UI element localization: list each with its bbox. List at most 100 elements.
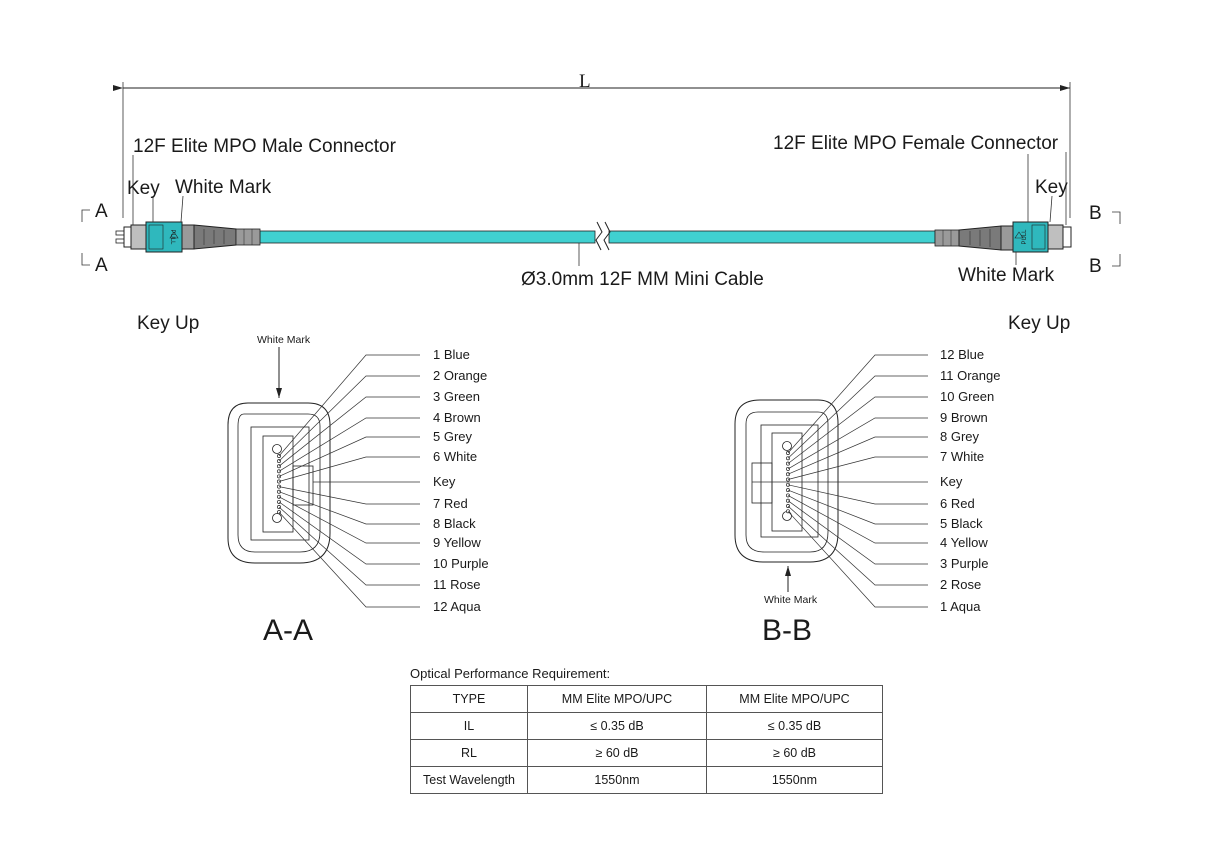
- section-a-key-up: Key Up: [137, 313, 199, 334]
- spec-row: IL ≤ 0.35 dB ≤ 0.35 dB: [410, 712, 883, 740]
- spec-cell: ≤ 0.35 dB: [527, 712, 707, 740]
- spec-cell: IL: [410, 712, 528, 740]
- connector-housing-female: [1012, 221, 1049, 253]
- leader-line: [278, 496, 420, 544]
- fiber-label: 2 Orange: [433, 368, 487, 383]
- fiber-label: 6 Red: [940, 496, 975, 511]
- section-a-a: Key Up White Mark 1 Blue 2 Orange 3 Green 4…: [137, 313, 489, 647]
- spec-cell: ≥ 60 dB: [527, 739, 707, 767]
- leader-line: [787, 396, 928, 464]
- spec-header-cell: MM Elite MPO/UPC: [527, 685, 707, 713]
- spec-cell: ≤ 0.35 dB: [706, 712, 883, 740]
- guide-hole-bottom-a: [272, 513, 282, 523]
- fiber-label: 12 Blue: [940, 347, 984, 362]
- leader-line: [278, 396, 420, 467]
- leader-line: [787, 500, 928, 565]
- spec-table: TYPE MM Elite MPO/UPC MM Elite MPO/UPC I…: [410, 685, 883, 794]
- key-a: [292, 465, 314, 506]
- fiber-label: 3 Green: [433, 389, 480, 404]
- fiber-label: Key: [433, 474, 456, 489]
- fiber-label: 11 Orange: [940, 368, 1000, 383]
- spec-row: Test Wavelength 1550nm 1550nm: [410, 766, 883, 794]
- leader-line: [278, 375, 420, 462]
- fiber-label: 5 Black: [940, 516, 983, 531]
- spec-cell: RL: [410, 739, 528, 767]
- section-b-top-label: B: [1089, 203, 1102, 224]
- fiber-label: 8 Grey: [940, 429, 980, 444]
- spec-header-row: TYPE MM Elite MPO/UPC MM Elite MPO/UPC: [410, 685, 883, 713]
- spec-row: RL ≥ 60 dB ≥ 60 dB: [410, 739, 883, 767]
- section-marker-a: A A: [81, 201, 108, 276]
- fiber-label: Key: [940, 474, 963, 489]
- fiber-label: 11 Rose: [433, 577, 480, 592]
- key-b: [751, 462, 773, 504]
- strain-relief-boot: [193, 224, 237, 250]
- fiber-leaders-b: 12 Blue 11 Orange 10 Green 9 Brown 8 Grey 7 W…: [752, 347, 1000, 614]
- leader-line: [278, 456, 420, 482]
- leader-line: [787, 495, 928, 544]
- fiber-label: 1 Aqua: [940, 599, 981, 614]
- spec-cell: 1550nm: [706, 766, 883, 794]
- spec-header-cell: MM Elite MPO/UPC: [706, 685, 883, 713]
- leader-line: [787, 456, 928, 480]
- ferrule-female: [1062, 226, 1072, 248]
- leader-line: [787, 436, 928, 475]
- section-b-key-up: Key Up: [1008, 313, 1070, 334]
- spec-cell: 1550nm: [527, 766, 707, 794]
- leader-line: [278, 354, 420, 457]
- fiber-label: 2 Rose: [940, 577, 981, 592]
- pull-text: PULL: [169, 229, 175, 245]
- female-key-label: Key: [1035, 177, 1068, 198]
- fiber-label: 12 Aqua: [433, 599, 481, 614]
- fiber-label: 6 White: [433, 449, 477, 464]
- section-a-bottom-label: A: [95, 255, 108, 276]
- male-connector: PULL 12F Elite MPO Male Connector Key Wh…: [81, 136, 397, 276]
- fiber-label: 4 Brown: [433, 410, 481, 425]
- leader-line: [278, 506, 420, 586]
- female-connector-title: 12F Elite MPO Female Connector: [773, 133, 1059, 154]
- section-b-white-mark: White Mark: [764, 594, 818, 606]
- spec-cell: ≥ 60 dB: [706, 739, 883, 767]
- cable: Ø3.0mm 12F MM Mini Cable: [259, 221, 936, 290]
- male-connector-title: 12F Elite MPO Male Connector: [133, 136, 397, 157]
- spec-cell: Test Wavelength: [410, 766, 528, 794]
- section-b-b: Key Up 12 Blue 11 Orange 10 Green 9 Brown 8 …: [734, 313, 1070, 647]
- spec-header-cell: TYPE: [410, 685, 528, 713]
- leader-line: [787, 484, 928, 505]
- leader-line: [787, 417, 928, 470]
- ferrule-outline-b: [734, 399, 839, 563]
- fiber-label: 3 Purple: [940, 556, 988, 571]
- fiber-label: 7 Red: [433, 496, 468, 511]
- length-label: L: [579, 71, 591, 92]
- spec-title: Optical Performance Requirement:: [410, 666, 611, 681]
- leader-line: [278, 491, 420, 525]
- leader-line: [278, 417, 420, 472]
- guide-hole-top-a: [272, 444, 282, 454]
- section-marker-b: B B: [1089, 203, 1121, 277]
- leader-line: [278, 436, 420, 477]
- fiber-label: 1 Blue: [433, 347, 470, 362]
- section-b-title: B-B: [762, 614, 812, 647]
- leader-line: [787, 489, 928, 525]
- pull-text-female: PULL: [1022, 229, 1028, 245]
- leader-line: [278, 501, 420, 565]
- male-key-label: Key: [127, 178, 160, 199]
- length-dimension: L: [113, 71, 1071, 218]
- section-a-top-label: A: [95, 201, 108, 222]
- leader-line: [787, 511, 928, 608]
- fiber-label: 7 White: [940, 449, 984, 464]
- fiber-label: 9 Brown: [940, 410, 988, 425]
- fiber-label: 10 Green: [940, 389, 994, 404]
- section-a-white-mark: White Mark: [257, 334, 311, 346]
- leader-line: [787, 505, 928, 586]
- fiber-label: 10 Purple: [433, 556, 489, 571]
- fiber-label: 8 Black: [433, 516, 476, 531]
- female-connector: PULL 12F Elite MPO Female Connector Key …: [773, 133, 1121, 286]
- leader-line: [278, 511, 420, 608]
- cable-label: Ø3.0mm 12F MM Mini Cable: [521, 269, 764, 290]
- guide-hole-top-b: [782, 441, 792, 451]
- connector-housing: [145, 221, 183, 253]
